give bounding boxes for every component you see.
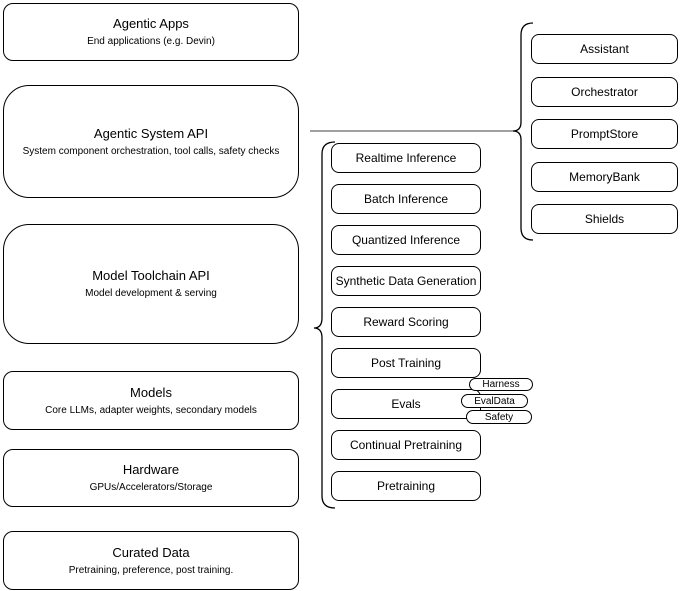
node-title: Models: [130, 384, 172, 400]
node-subtitle: System component orchestration, tool cal…: [22, 145, 280, 157]
node-subtitle: GPUs/Accelerators/Storage: [89, 482, 213, 493]
node-hardware: Hardware GPUs/Accelerators/Storage: [3, 449, 299, 507]
node-promptstore: PromptStore: [531, 119, 678, 149]
node-realtime-inference: Realtime Inference: [331, 143, 481, 173]
node-subtitle: Pretraining, preference, post training.: [68, 564, 234, 576]
node-continual-pretraining: Continual Pretraining: [331, 430, 481, 460]
node-assistant: Assistant: [531, 34, 678, 64]
node-reward-scoring: Reward Scoring: [331, 307, 481, 337]
node-memorybank: MemoryBank: [531, 161, 678, 192]
system-brace: [512, 22, 534, 241]
node-orchestrator: Orchestrator: [531, 76, 678, 107]
node-curated-data: Curated Data Pretraining, preference, po…: [3, 531, 299, 590]
node-agentic-system-api: Agentic System API System component orch…: [3, 85, 299, 198]
node-title: Model Toolchain API: [92, 268, 210, 283]
node-shields: Shields: [531, 204, 678, 234]
node-batch-inference: Batch Inference: [331, 184, 481, 214]
node-title: Curated Data: [112, 544, 190, 560]
eval-tag-safety: Safety: [466, 410, 532, 424]
node-model-toolchain-api: Model Toolchain API Model development & …: [3, 224, 299, 344]
node-synthetic-data-generation: Synthetic Data Generation: [331, 266, 481, 296]
toolchain-items-column: Realtime Inference Batch Inference Quant…: [331, 143, 481, 501]
node-subtitle: End applications (e.g. Devin): [87, 36, 215, 47]
node-quantized-inference: Quantized Inference: [331, 225, 481, 255]
node-post-training: Post Training: [331, 348, 481, 378]
eval-tag-harness: Harness: [469, 378, 533, 391]
node-pretraining: Pretraining: [331, 471, 481, 501]
node-models: Models Core LLMs, adapter weights, secon…: [3, 371, 299, 430]
node-subtitle: Core LLMs, adapter weights, secondary mo…: [45, 404, 257, 416]
node-title: Hardware: [122, 462, 180, 477]
node-evals: Evals: [331, 389, 481, 419]
toolchain-brace: [313, 141, 336, 509]
eval-tag-evaldata: EvalData: [461, 394, 528, 408]
node-agentic-apps: Agentic Apps End applications (e.g. Devi…: [3, 3, 299, 61]
system-components-column: Assistant Orchestrator PromptStore Memor…: [531, 34, 678, 234]
node-subtitle: Model development & serving: [85, 288, 217, 299]
node-title: Agentic System API: [93, 125, 209, 141]
node-title: Agentic Apps: [113, 16, 189, 31]
